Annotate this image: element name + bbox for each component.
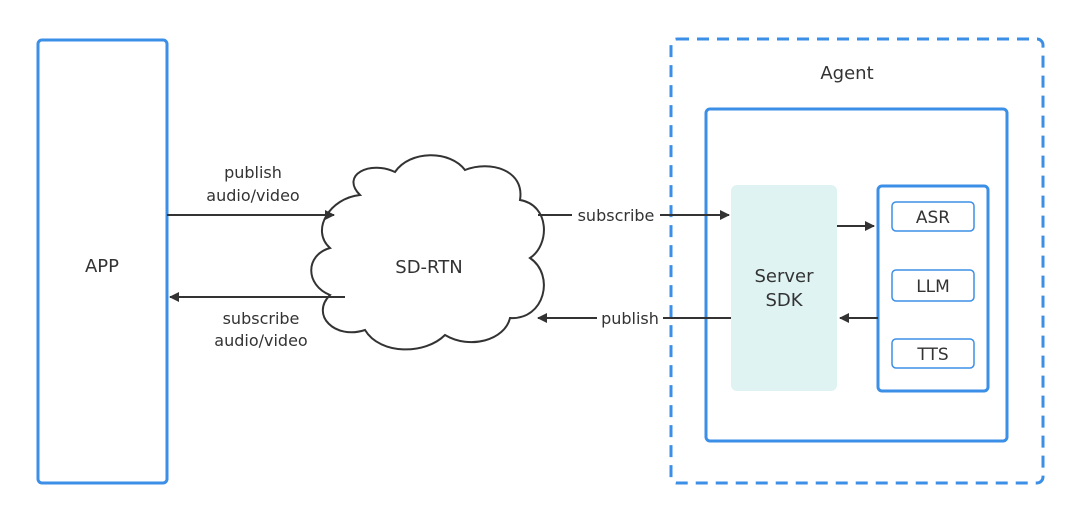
app-to-network-label-line1: publish: [224, 163, 282, 182]
sdk-to-network-label: publish: [601, 309, 659, 328]
network-to-sdk-label-bg: [572, 204, 660, 226]
tts-module: [891, 338, 975, 369]
app-label: APP: [85, 256, 119, 277]
agent-container: [669, 37, 1045, 485]
app-to-network-label-line2: audio/video: [206, 186, 299, 205]
app-box: [36, 38, 169, 485]
tts-label: TTS: [916, 345, 948, 365]
network-to-app-label-line1: subscribe: [223, 309, 300, 328]
llm-module: [891, 269, 975, 302]
server-sdk-box: [731, 185, 837, 391]
llm-label: LLM: [916, 277, 950, 297]
asr-module: [891, 201, 975, 232]
sdk-to-network-label-bg: [597, 307, 663, 329]
server-sdk-label-line2: SDK: [765, 290, 803, 311]
server-sdk-label-line1: Server: [754, 266, 814, 287]
network-to-app-label-line2: audio/video: [214, 331, 307, 350]
sd-rtn-label: SD-RTN: [395, 257, 462, 278]
sd-rtn-cloud: [310, 154, 545, 351]
network-to-sdk-label: subscribe: [578, 206, 655, 225]
asr-label: ASR: [916, 208, 950, 228]
agent-label: Agent: [820, 63, 873, 84]
